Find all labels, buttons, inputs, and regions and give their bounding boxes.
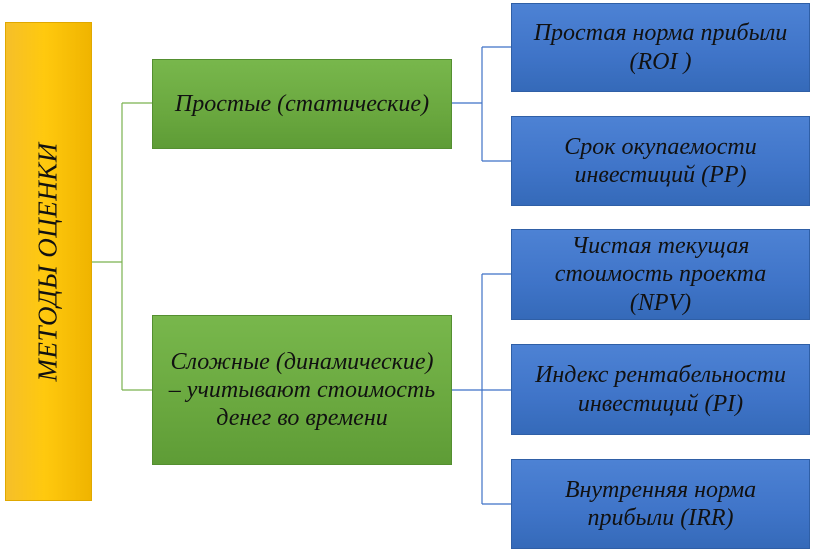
- root-node-label: МЕТОДЫ ОЦЕНКИ: [32, 141, 63, 382]
- group-node-complex: Сложные (динамические) – учитывают стоим…: [152, 315, 452, 465]
- method-node-npv: Чистая текущая стоимость проекта (NPV): [511, 229, 810, 320]
- group-node-simple: Простые (статические): [152, 59, 452, 149]
- method-node-roi: Простая норма прибыли (ROI ): [511, 3, 810, 92]
- method-node-irr: Внутренняя норма прибыли (IRR): [511, 459, 810, 549]
- group-node-label: Сложные (динамические) – учитывают стоим…: [168, 348, 436, 432]
- connector-complex-methods: [452, 273, 511, 505]
- method-node-label: Внутренняя норма прибыли (IRR): [564, 476, 757, 531]
- connector-root-groups: [92, 102, 152, 391]
- connector-simple-methods: [452, 46, 511, 162]
- group-node-label: Простые (статические): [174, 90, 430, 117]
- root-node-evaluation-methods: МЕТОДЫ ОЦЕНКИ: [5, 22, 92, 501]
- method-node-label: Простая норма прибыли (ROI ): [533, 20, 788, 75]
- method-node-label: Индекс рентабельности инвестиций (PI): [535, 362, 786, 417]
- method-node-label: Срок окупаемости инвестиций (PP): [564, 133, 757, 188]
- method-node-pi: Индекс рентабельности инвестиций (PI): [511, 344, 810, 435]
- method-node-label: Чистая текущая стоимость проекта (NPV): [554, 233, 767, 316]
- method-node-pp: Срок окупаемости инвестиций (PP): [511, 116, 810, 206]
